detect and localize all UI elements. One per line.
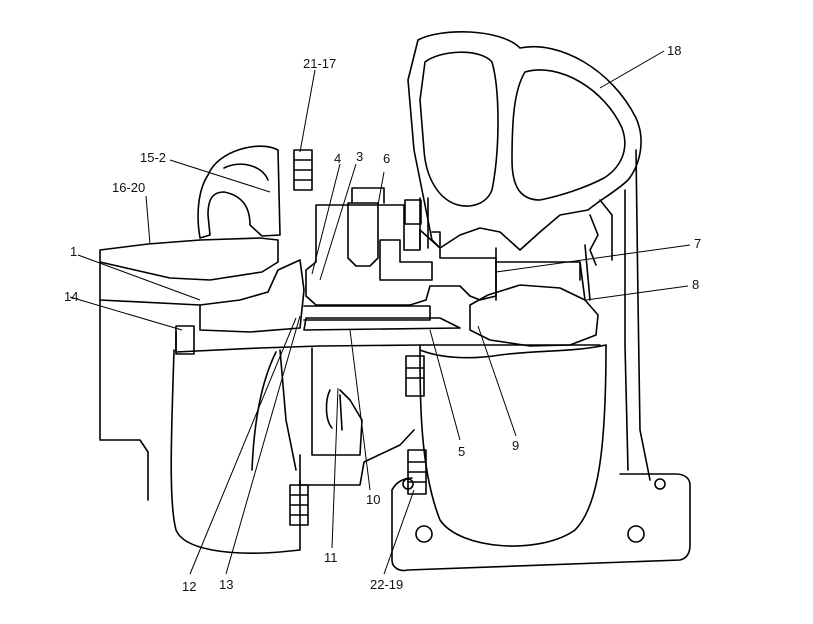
compressor-housing: [99, 145, 305, 554]
callout-3: 3: [356, 149, 363, 164]
callout-8: 8: [692, 277, 699, 292]
callout-22-19: 22-19: [370, 577, 403, 592]
callout-13: 13: [219, 577, 233, 592]
turbine-housing: [407, 31, 651, 481]
oil-drain: [299, 347, 415, 486]
callout-1: 1: [70, 244, 77, 259]
turbine-outlet-body: [391, 344, 691, 572]
callout-5: 5: [458, 444, 465, 459]
callout-14: 14: [64, 289, 78, 304]
callout-11: 11: [324, 550, 338, 565]
callout-10: 10: [366, 492, 380, 507]
callout-21-17: 21-17: [303, 56, 336, 71]
callout-16-20: 16-20: [112, 180, 145, 195]
callout-6: 6: [383, 151, 390, 166]
bearing-housing: [305, 187, 497, 306]
callout-4: 4: [334, 151, 341, 166]
callout-12: 12: [182, 579, 196, 594]
callout-9: 9: [512, 438, 519, 453]
callout-labels: 21-17 18 15-2 4 3 6 16-20 1 7 8 14 5 9 1…: [64, 43, 701, 594]
callout-18: 18: [667, 43, 681, 58]
leader-lines: [69, 50, 691, 575]
callout-15-2: 15-2: [140, 150, 166, 165]
callout-7: 7: [694, 236, 701, 251]
bolts: [289, 149, 427, 526]
rotor-shaft: [175, 305, 601, 355]
